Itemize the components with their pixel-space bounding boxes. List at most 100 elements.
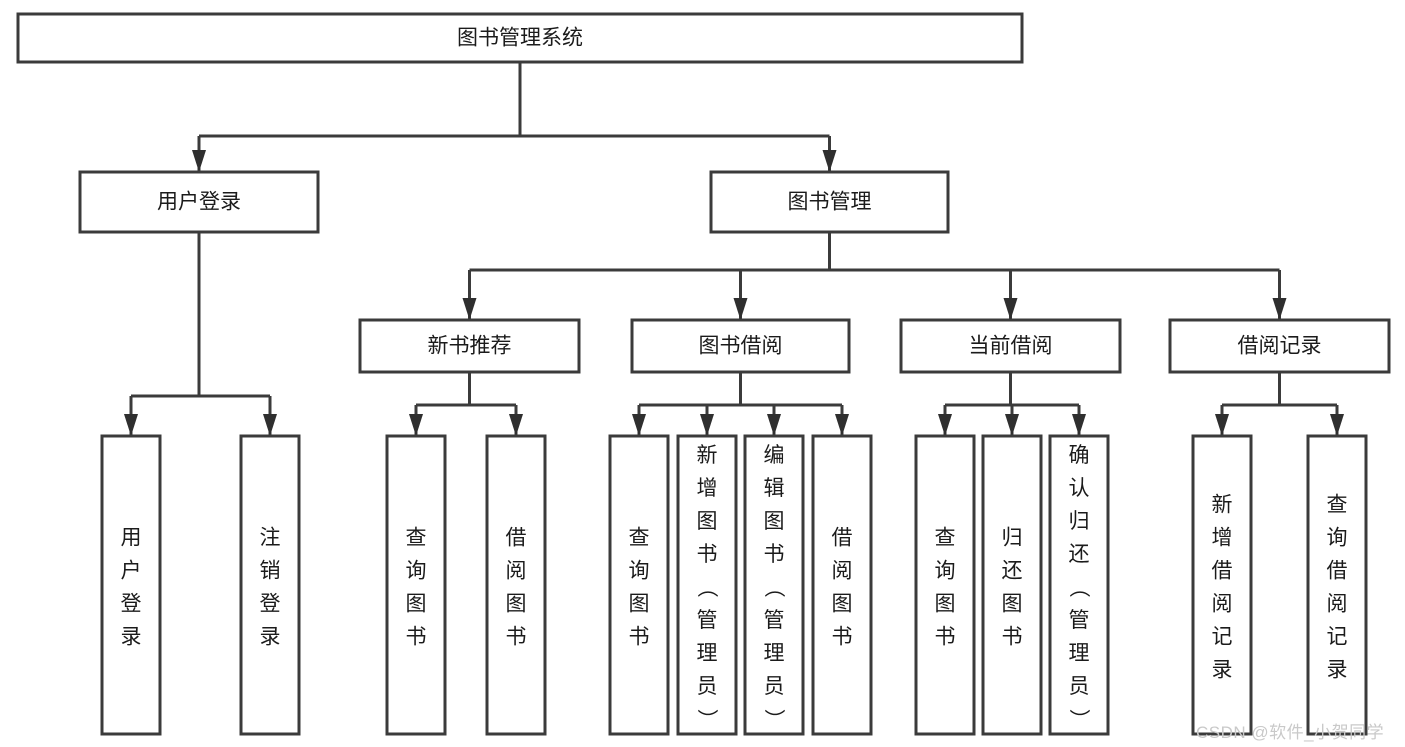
node-user-login[interactable]: 用户登录 [78,170,320,234]
node-box[interactable] [811,434,873,736]
arrow-head-icon [700,414,714,436]
node-book-borrow[interactable]: 图书借阅 [630,318,851,374]
connector-layer [124,62,1344,436]
node-label-char: 书 [697,543,718,566]
node-box[interactable] [485,434,547,736]
arrow-head-icon [767,414,781,436]
node-label-char: 书 [832,626,853,649]
arrow-head-icon [192,150,206,172]
node-box[interactable] [676,434,738,736]
node-box[interactable] [100,434,162,736]
node-label-char: 书 [629,626,650,649]
node-box[interactable] [1168,318,1391,374]
node-label-char: 还 [1069,543,1090,566]
node-box[interactable] [743,434,805,736]
node-book-manage[interactable]: 图书管理 [709,170,950,234]
node-leaf-user-login[interactable]: 用户登录 [100,434,162,736]
node-root[interactable]: 图书管理系统 [16,12,1024,64]
node-label: 借阅记录 [1238,335,1322,358]
node-box[interactable] [981,434,1043,736]
node-label-char: 借 [506,527,527,550]
node-box[interactable] [709,170,950,234]
node-label-char: 管 [764,609,785,632]
node-box[interactable] [1191,434,1253,736]
arrow-head-icon [1330,414,1344,436]
node-label-char: 员 [1069,675,1090,698]
node-box[interactable] [1048,434,1110,736]
node-label-char: 图 [406,593,427,616]
node-label: 当前借阅 [969,335,1053,358]
node-label-char: （ [1067,577,1090,598]
node-borrow-record[interactable]: 借阅记录 [1168,318,1391,374]
arrow-head-icon [1215,414,1229,436]
node-label-char: 确 [1069,444,1090,467]
arrow-head-icon [462,298,477,320]
node-label-char: 借 [1212,560,1233,583]
node-label-char: 书 [935,626,956,649]
node-label-char: 注 [260,527,281,550]
node-box[interactable] [78,170,320,234]
node-label-char: 借 [832,527,853,550]
node-label-char: 录 [1327,659,1348,682]
node-label-char: 阅 [1327,593,1348,616]
node-current-borrow[interactable]: 当前借阅 [899,318,1122,374]
arrow-head-icon [822,150,837,172]
connector-group [409,372,523,436]
node-label-char: 登 [260,593,281,616]
node-box[interactable] [1306,434,1368,736]
arrow-head-icon [509,414,523,436]
node-label-char: ） [1067,709,1090,730]
connector-group [462,232,1287,320]
node-label-char: 图 [506,593,527,616]
node-label-char: 询 [935,560,956,583]
node-label-char: 图 [764,510,785,533]
node-label-char: 书 [506,626,527,649]
node-new-book-rec[interactable]: 新书推荐 [358,318,581,374]
node-label: 图书借阅 [699,335,783,358]
connector-group [1215,372,1344,436]
arrow-head-icon [1072,414,1086,436]
arrow-head-icon [632,414,646,436]
node-label-char: 书 [764,543,785,566]
node-label-char: 录 [260,626,281,649]
arrow-head-icon [263,414,277,436]
arrow-head-icon [1272,298,1287,320]
node-box[interactable] [16,12,1024,64]
node-label-char: 记 [1327,626,1348,649]
node-label-char: 记 [1212,626,1233,649]
node-label-char: 新 [697,444,718,467]
node-label-char: 图 [697,510,718,533]
node-label-char: 书 [406,626,427,649]
node-box[interactable] [899,318,1122,374]
node-label-char: 理 [764,642,785,665]
node-layer: 图书管理系统用户登录图书管理新书推荐图书借阅当前借阅借阅记录用户登录注销登录查询… [16,12,1391,736]
node-box[interactable] [358,318,581,374]
node-label-char: 理 [697,642,718,665]
node-label-char: 图 [935,593,956,616]
node-box[interactable] [385,434,447,736]
node-label-char: 新 [1212,494,1233,517]
node-label-char: 辑 [764,477,785,500]
node-box[interactable] [608,434,670,736]
node-label-char: 员 [697,675,718,698]
node-box[interactable] [239,434,301,736]
node-label-char: 增 [1212,527,1233,550]
node-label-char: 编 [764,444,785,467]
node-box[interactable] [914,434,976,736]
node-label-char: 查 [1327,494,1348,517]
node-box[interactable] [630,318,851,374]
